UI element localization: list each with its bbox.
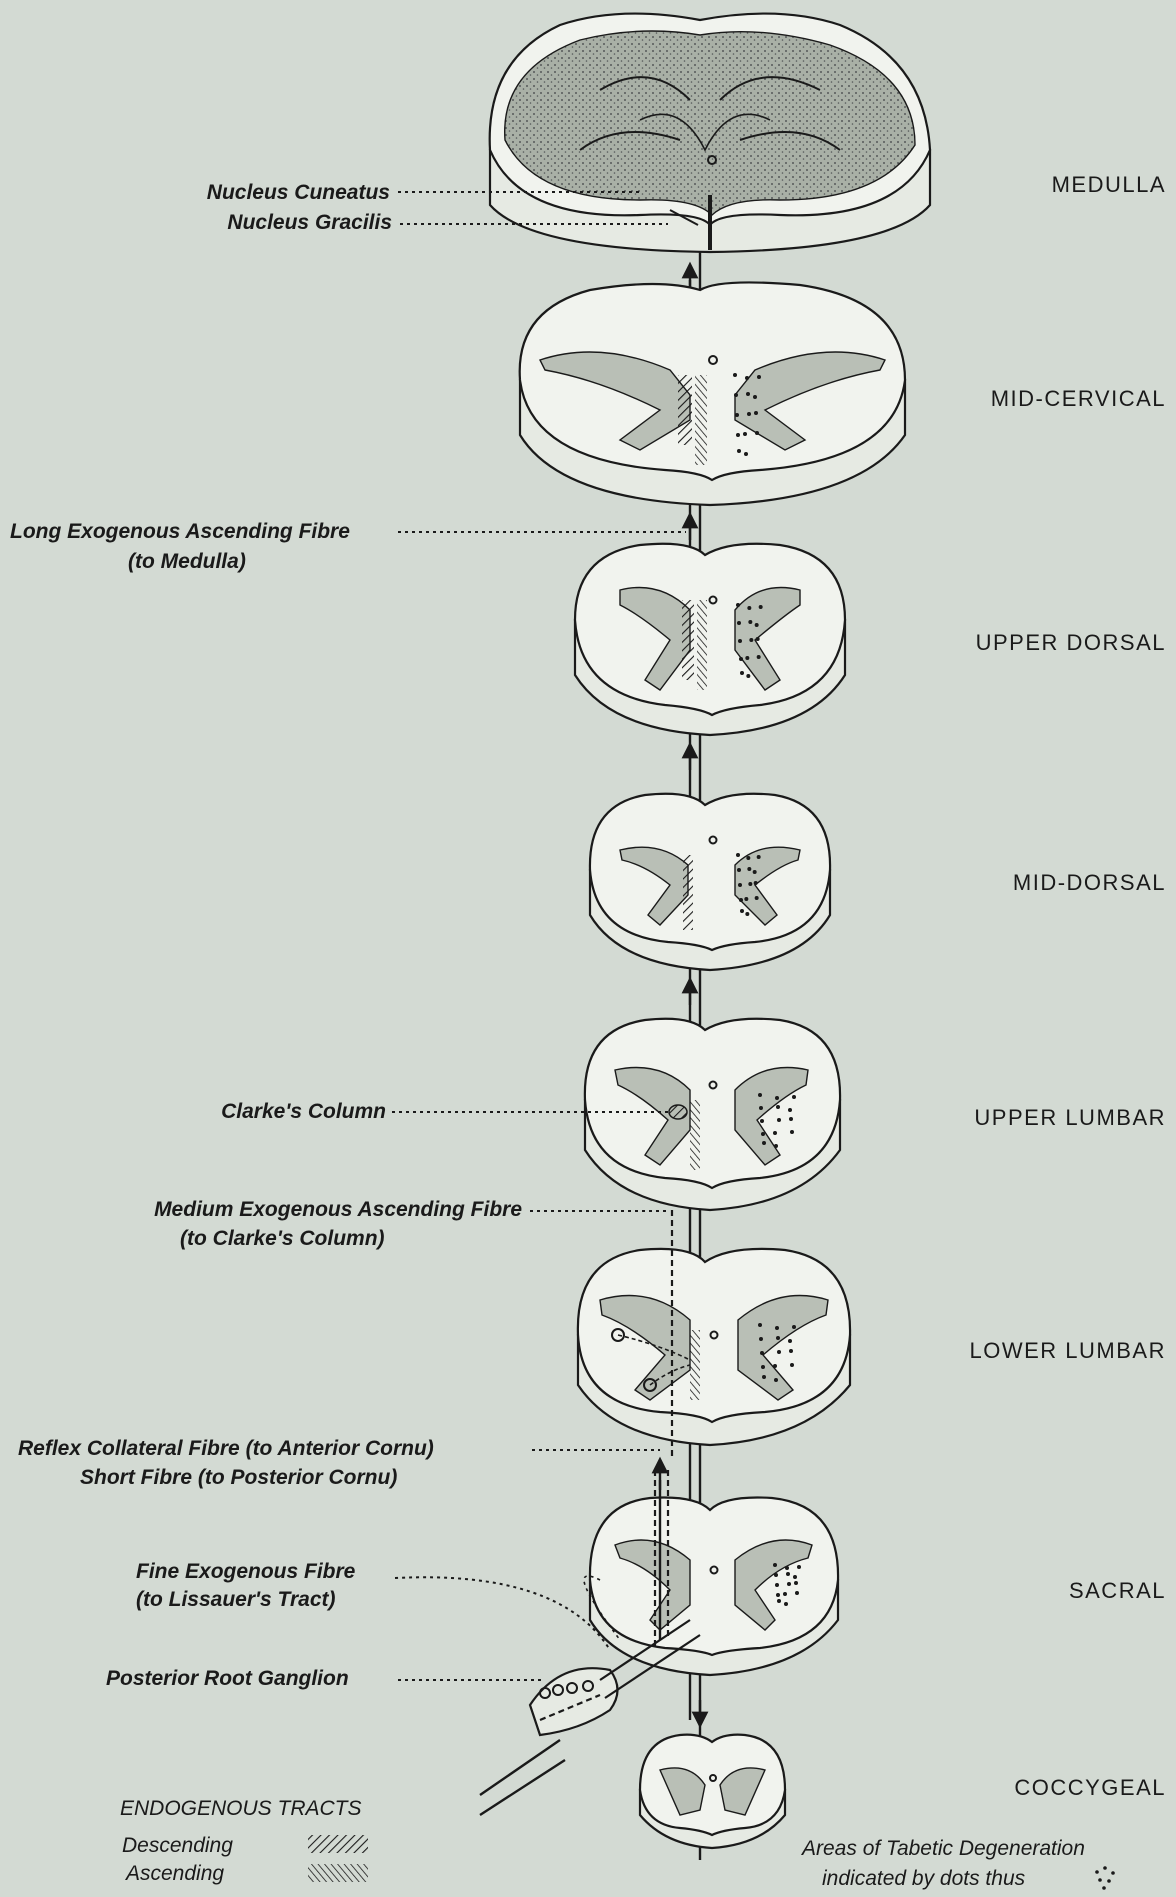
label-fine-fibre: Fine Exogenous Fibre (to Lissauer's Trac…	[136, 1560, 610, 1650]
long-fibre-label-1: Long Exogenous Ascending Fibre	[10, 520, 350, 543]
nucleus-cuneatus-label: Nucleus Cuneatus	[207, 181, 390, 204]
level-label-lower-lumbar: LOWER LUMBAR	[970, 1338, 1166, 1363]
medium-fibre-label-2: (to Clarke's Column)	[180, 1227, 385, 1250]
legend-descending-swatch	[308, 1835, 368, 1853]
section-upper-lumbar	[585, 1019, 840, 1210]
legend-title: ENDOGENOUS TRACTS	[120, 1797, 362, 1820]
tabetic-note: Areas of Tabetic Degeneration indicated …	[800, 1837, 1115, 1890]
fine-fibre-label-2: (to Lissauer's Tract)	[136, 1588, 336, 1611]
level-label-upper-lumbar: UPPER LUMBAR	[974, 1105, 1166, 1130]
level-label-mid-dorsal: MID-DORSAL	[1013, 870, 1166, 895]
section-sacral	[590, 1498, 838, 1676]
level-label-sacral: SACRAL	[1069, 1578, 1166, 1603]
tabetic-note-line-1: Areas of Tabetic Degeneration	[800, 1837, 1085, 1860]
section-mid-cervical	[520, 282, 905, 505]
level-label-mid-cervical: MID-CERVICAL	[991, 386, 1166, 411]
label-ganglion: Posterior Root Ganglion	[106, 1667, 545, 1690]
label-medium-fibre: Medium Exogenous Ascending Fibre (to Cla…	[154, 1198, 670, 1250]
legend-descending-label: Descending	[122, 1834, 233, 1857]
section-mid-dorsal	[590, 794, 830, 970]
stipple-dots-icon	[1095, 1866, 1115, 1890]
ganglion-label: Posterior Root Ganglion	[106, 1667, 349, 1690]
reflex-fibre-label: Reflex Collateral Fibre (to Anterior Cor…	[18, 1437, 434, 1460]
short-fibre-label: Short Fibre (to Posterior Cornu)	[80, 1466, 397, 1489]
label-reflex-fibre: Reflex Collateral Fibre (to Anterior Cor…	[18, 1437, 660, 1489]
legend: ENDOGENOUS TRACTS Descending Ascending	[120, 1797, 368, 1885]
label-long-fibre: Long Exogenous Ascending Fibre (to Medul…	[10, 520, 686, 573]
clarkes-column-label: Clarke's Column	[221, 1100, 386, 1123]
tabetic-note-line-2: indicated by dots thus	[822, 1867, 1026, 1890]
section-coccygeal	[640, 1735, 785, 1848]
section-lower-lumbar	[578, 1249, 850, 1445]
long-fibre-label-2: (to Medulla)	[128, 550, 246, 573]
level-label-medulla: MEDULLA	[1052, 172, 1166, 197]
section-medulla	[490, 14, 930, 252]
nucleus-gracilis-label: Nucleus Gracilis	[227, 211, 392, 234]
fine-fibre-label-1: Fine Exogenous Fibre	[136, 1560, 356, 1583]
level-label-upper-dorsal: UPPER DORSAL	[976, 630, 1166, 655]
legend-ascending-label: Ascending	[124, 1862, 224, 1885]
section-upper-dorsal	[575, 544, 845, 735]
level-label-coccygeal: COCCYGEAL	[1014, 1775, 1166, 1800]
medium-fibre-label-1: Medium Exogenous Ascending Fibre	[154, 1198, 522, 1221]
legend-ascending-swatch	[308, 1864, 368, 1882]
